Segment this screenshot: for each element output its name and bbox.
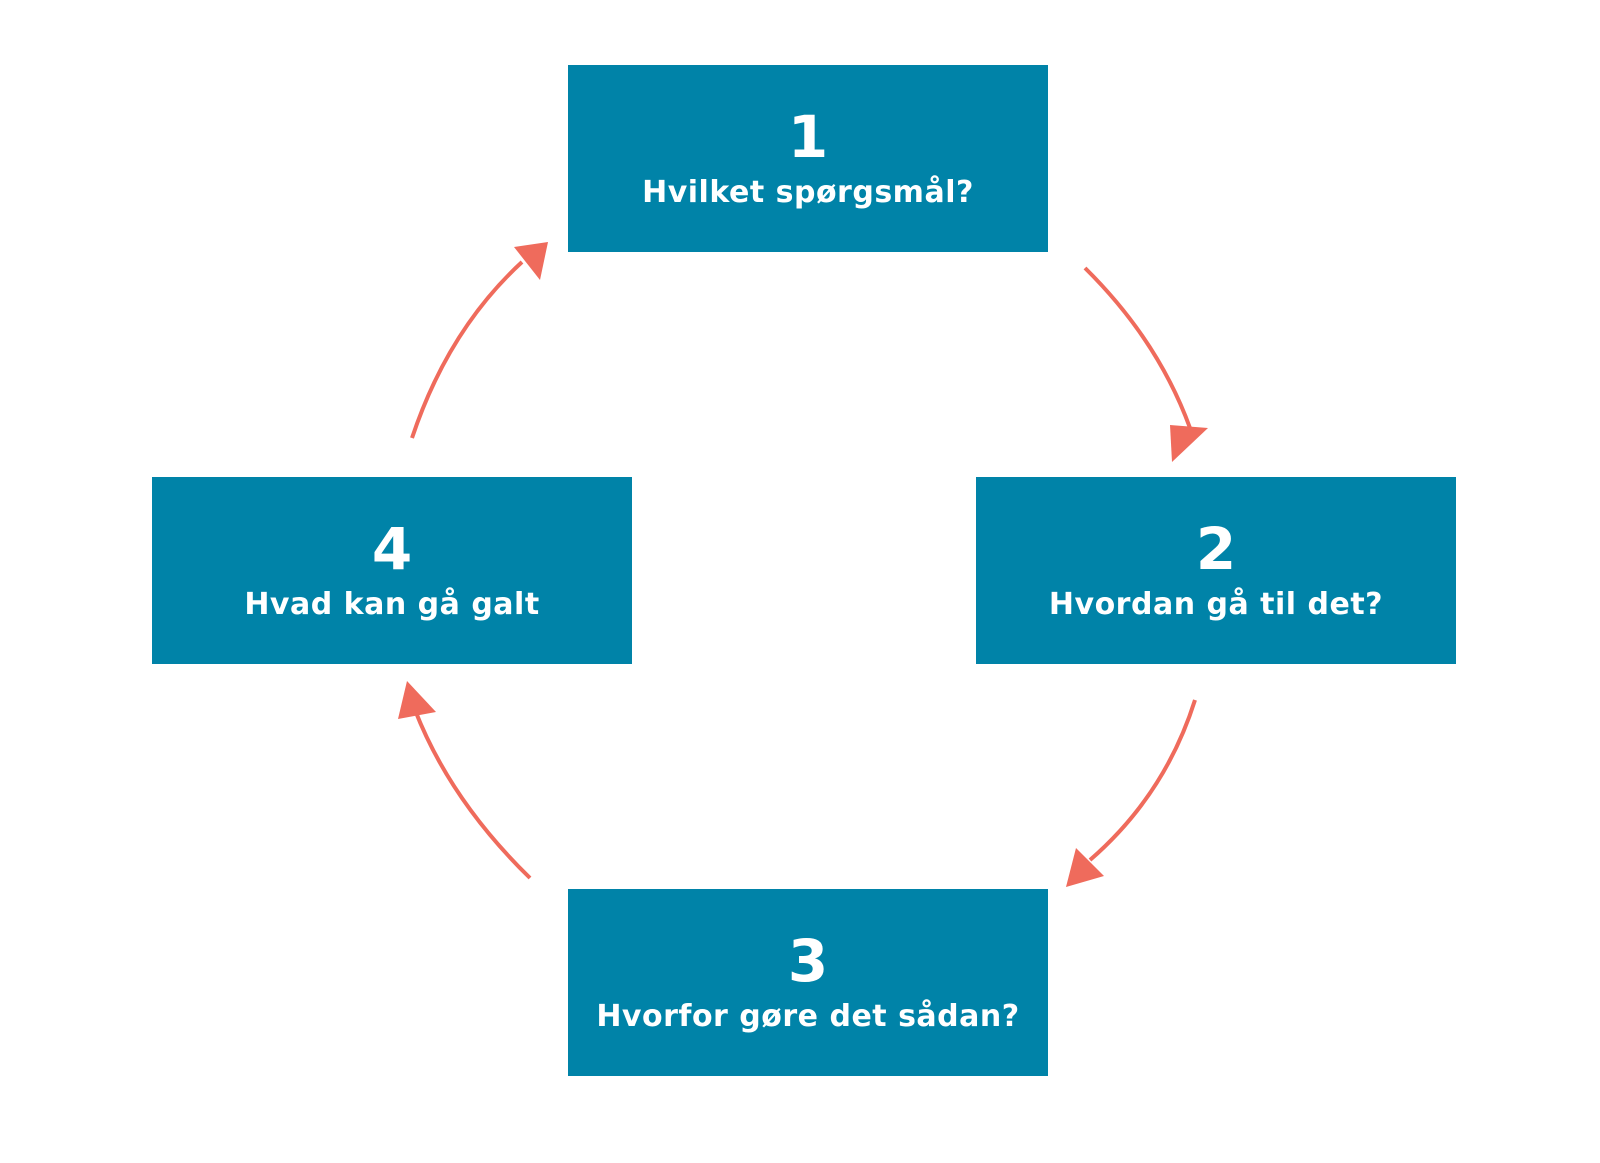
step-question: Hvordan gå til det?	[1048, 586, 1384, 622]
step-box-4: 4 Hvad kan gå galt	[152, 477, 632, 664]
step-box-2: 2 Hvordan gå til det?	[976, 477, 1456, 664]
arrow-2-to-3-head	[1066, 848, 1104, 887]
arrow-1-to-2-head	[1170, 425, 1208, 462]
arrow-2-to-3-line	[1088, 699, 1197, 862]
arrow-3-to-4-head	[398, 681, 436, 719]
step-question: Hvorfor gøre det sådan?	[596, 998, 1020, 1034]
arrow-4-to-1-head	[514, 242, 548, 280]
step-number: 1	[787, 102, 829, 171]
arrow-1-to-2-line	[1083, 266, 1192, 429]
step-number: 2	[1195, 514, 1237, 583]
step-question: Hvad kan gå galt	[244, 586, 540, 622]
step-number: 3	[787, 926, 829, 995]
step-box-1: 1 Hvilket spørgsmål?	[568, 65, 1048, 252]
step-number: 4	[371, 514, 413, 583]
arrow-3-to-4	[398, 681, 532, 880]
step-question: Hvilket spørgsmål?	[642, 174, 974, 210]
arrow-2-to-3	[1066, 699, 1197, 887]
arrow-4-to-1-line	[410, 260, 524, 439]
arrow-3-to-4-line	[413, 709, 532, 880]
arrow-4-to-1	[410, 242, 548, 439]
arrow-1-to-2	[1083, 266, 1208, 462]
step-box-3: 3 Hvorfor gøre det sådan?	[568, 889, 1048, 1076]
